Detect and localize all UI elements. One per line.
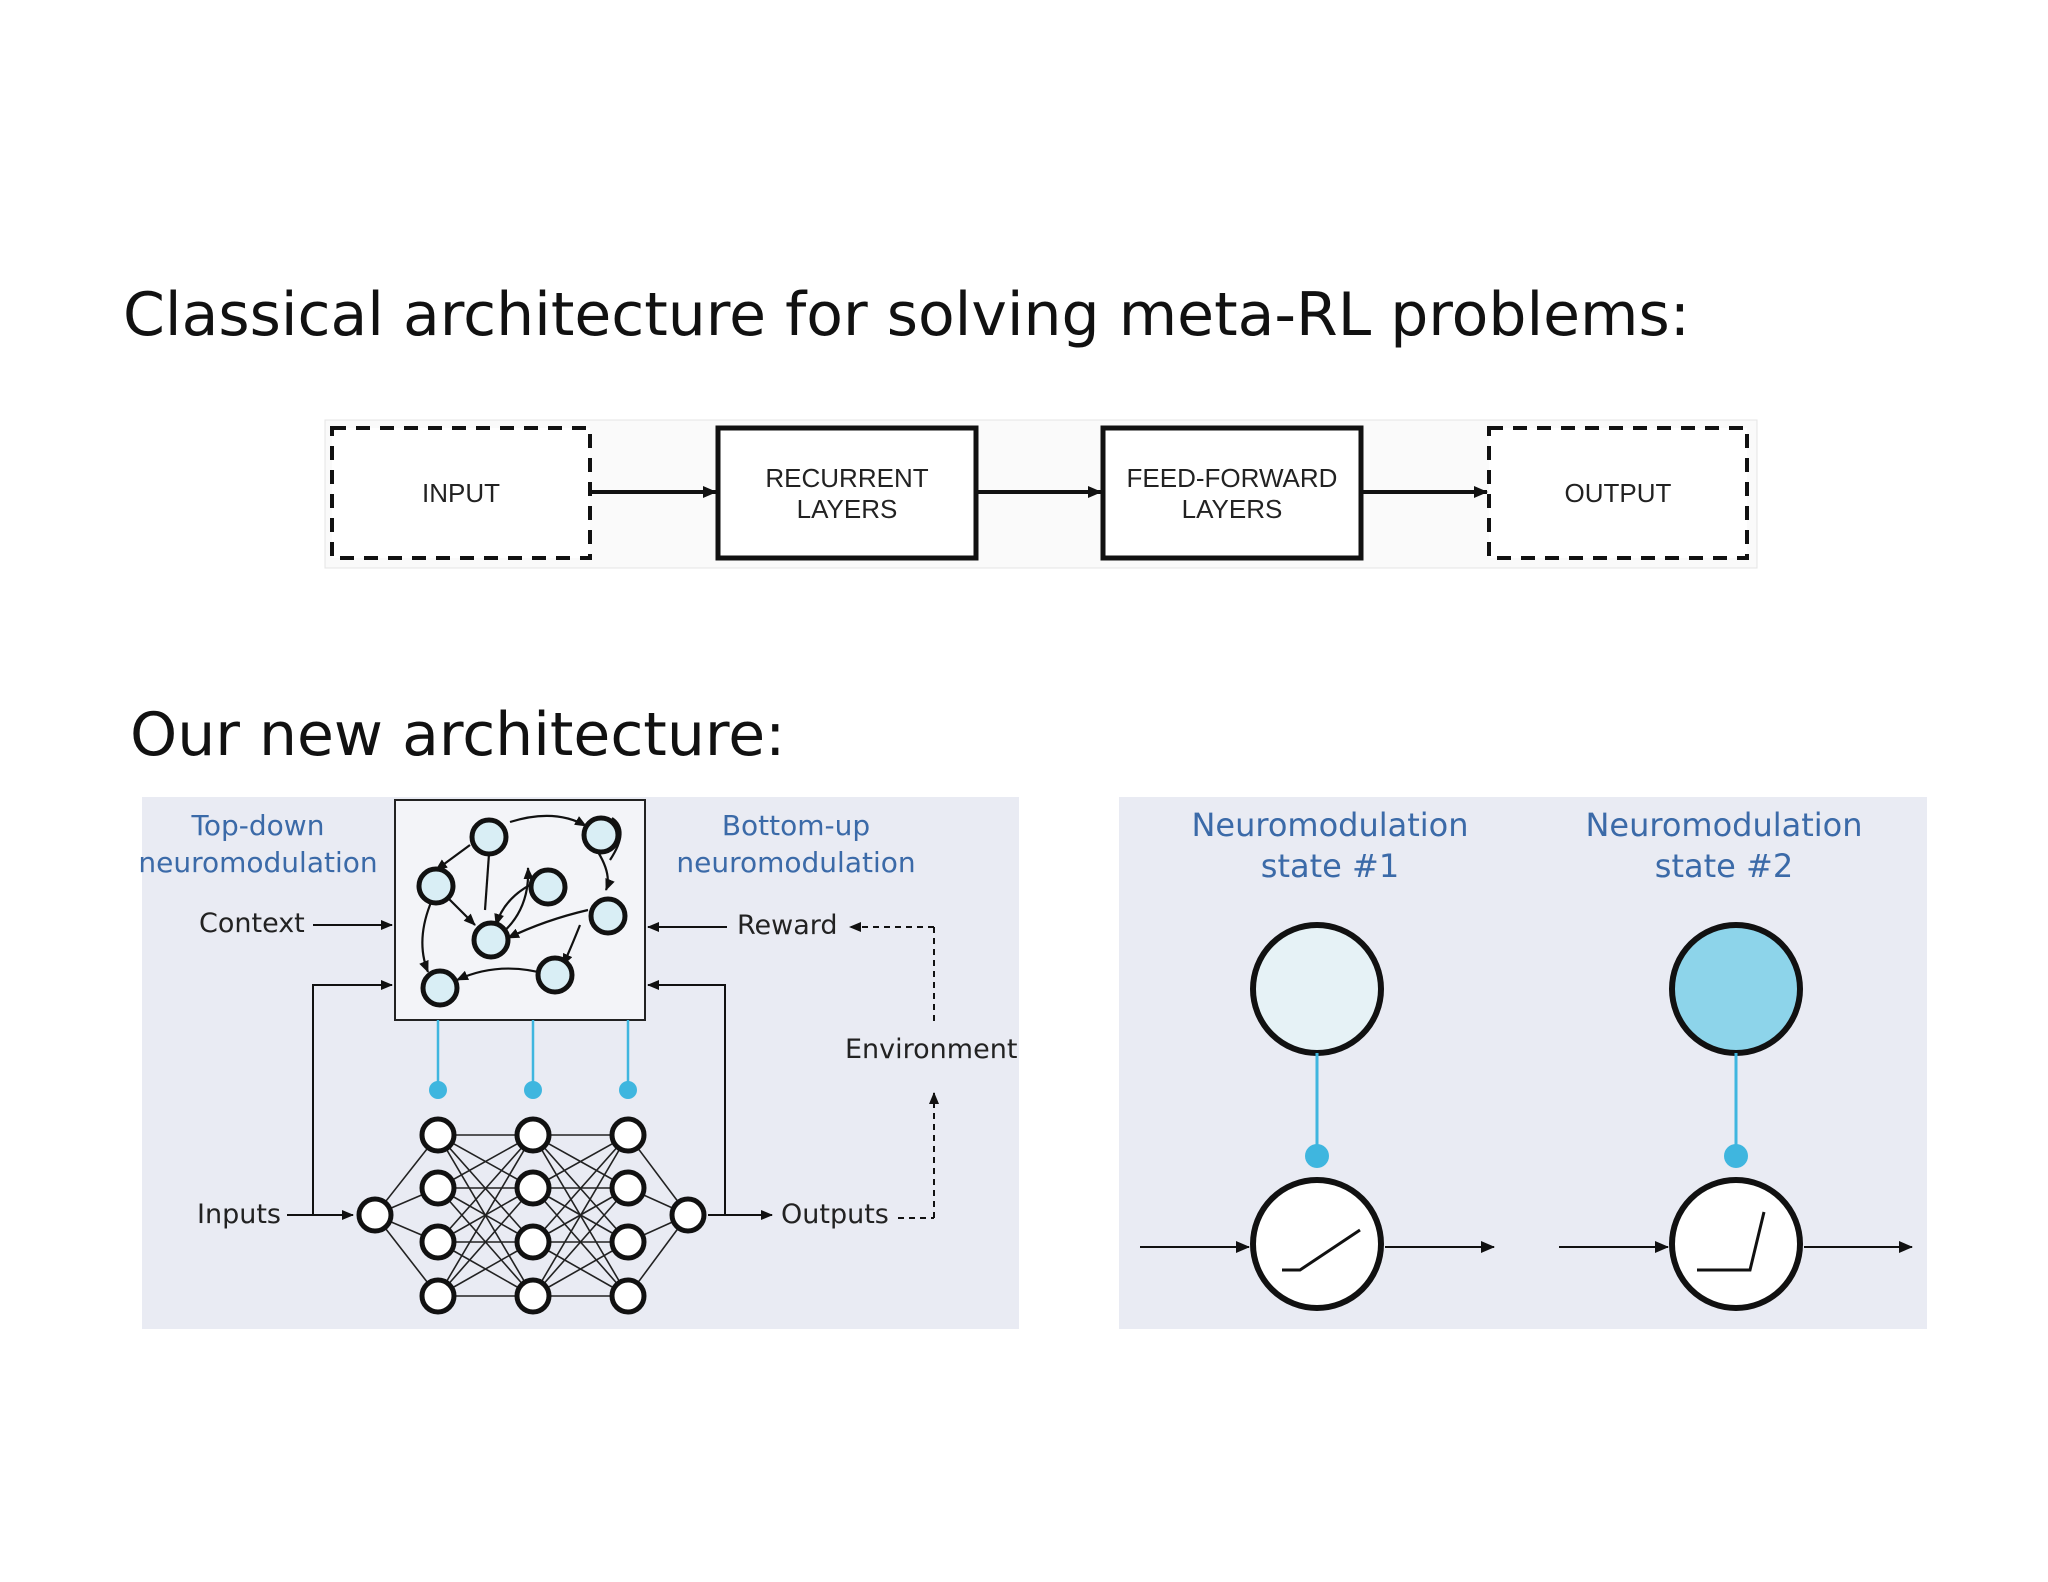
ff-connection [532,1134,629,1297]
ff-hidden-neuron [419,1169,457,1207]
top-down-label-2: neuromodulation [138,846,377,879]
state1-label-1: Neuromodulation [1191,806,1468,844]
state1-activation-curve [1282,1228,1361,1272]
state2-label-2: state #2 [1655,847,1793,885]
input-label: INPUT [422,478,500,508]
ff-hidden-neuron [514,1116,552,1154]
classical-diagram: INPUT RECURRENT LAYERS FEED-FORWARD LAYE… [324,419,1758,569]
ff-connection [532,1134,629,1243]
ff-hidden-neuron [609,1116,647,1154]
reward-label: Reward [737,910,838,941]
feedforward-neurons [356,1116,707,1315]
ff-hidden-neuron [609,1277,647,1315]
ff-hidden-neuron [514,1169,552,1207]
modulation-lines [436,1020,630,1090]
context-label: Context [199,908,305,939]
inputs-label: Inputs [197,1199,281,1230]
title-classical: Classical architecture for solving meta-… [123,280,1690,350]
ff-hidden-neuron [419,1223,457,1261]
outputs-to-module-arrow [647,980,726,1215]
ff-output-neuron [669,1196,707,1234]
recurrent-label-1: RECURRENT [765,463,928,493]
feedforward-label-2: LAYERS [1182,494,1283,524]
state1-target-neuron [1250,1177,1384,1311]
ff-hidden-neuron [514,1277,552,1315]
environment-label: Environment [845,1034,1017,1065]
ff-hidden-neuron [514,1223,552,1261]
state2-label-1: Neuromodulation [1585,806,1862,844]
state1-modulator-neuron [1250,922,1384,1056]
new-architecture-panel: Top-down neuromodulation Bottom-up neuro… [138,797,1019,1329]
ff-hidden-neuron [419,1277,457,1315]
state1-label-2: state #1 [1261,847,1399,885]
ff-hidden-neuron [419,1116,457,1154]
ff-connection [437,1134,534,1297]
right-panel-background [1119,797,1927,1329]
recurrent-connections [419,814,622,981]
inputs-to-module-arrow [312,980,393,1215]
state2-modulator-neuron [1669,922,1803,1056]
state2-target-neuron [1669,1177,1803,1311]
feedforward-label-1: FEED-FORWARD [1127,463,1338,493]
outputs-label: Outputs [781,1199,889,1230]
feedforward-box [1100,425,1364,561]
ff-connection [437,1134,534,1243]
output-box [1487,426,1749,560]
ff-hidden-neuron [609,1223,647,1261]
ff-connection [437,1187,534,1297]
state2-modulation-dot [1724,1144,1748,1168]
output-label: OUTPUT [1565,478,1672,508]
state2-activation-curve [1697,1211,1766,1272]
top-down-label-1: Top-down [191,809,325,842]
recurrent-box [715,425,979,561]
ff-hidden-neuron [609,1169,647,1207]
bottom-up-label-2: neuromodulation [676,846,915,879]
modulation-dots [429,1081,637,1099]
recurrent-neurons [416,815,628,1008]
bottom-up-label-1: Bottom-up [722,809,870,842]
title-new: Our new architecture: [130,700,786,770]
ff-connection [532,1187,629,1297]
recurrent-label-2: LAYERS [797,494,898,524]
state1-modulation-dot [1305,1144,1329,1168]
ff-input-neuron [356,1196,394,1234]
neuromodulation-states-panel: Neuromodulation state #1 Neuromodulation… [1119,797,1927,1329]
